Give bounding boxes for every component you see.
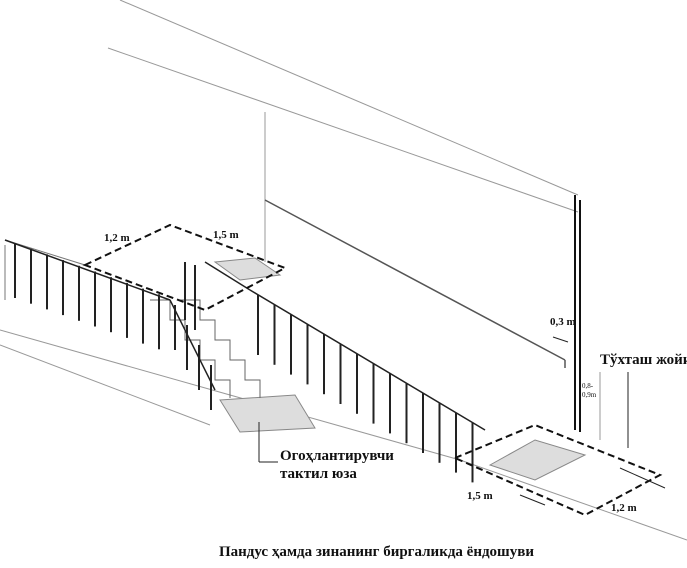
tactile-surface-ramp-end [488, 439, 587, 481]
railings [4, 239, 486, 483]
diagram-caption: Пандус ҳамда зинанинг биргаликда ёндошув… [219, 544, 534, 560]
tactile-surface-bottom-stairs [219, 394, 316, 433]
dimension-arrows [258, 336, 666, 506]
label-tactile-line1: Огоҳлантирувчи [280, 448, 394, 464]
ramp-edges [4, 239, 587, 481]
railing-bar [249, 289, 486, 431]
dim-bottom-landing-width: 1,2 m [611, 502, 637, 514]
wall-outline [0, 0, 687, 541]
label-tactile-line2: тактил юза [280, 466, 357, 482]
wall-handrail [264, 199, 566, 368]
railing-bar [204, 261, 251, 291]
dim-top-landing-width: 1,2 m [104, 232, 130, 244]
label-stop-area: Тўхташ жойи [600, 352, 687, 368]
landing-outlines [82, 223, 663, 517]
dim-handrail-height: 0,8-0,9m [582, 382, 597, 399]
wall-edge [574, 195, 581, 432]
railing-bar [169, 299, 216, 391]
stairs [150, 299, 261, 398]
tactile-surface-top-stairs [213, 257, 282, 281]
dim-bottom-landing-length: 1,5 m [467, 490, 493, 502]
dim-handrail-extension: 0,3 m [550, 316, 576, 328]
dim-top-landing-length: 1,5 m [213, 229, 239, 241]
railing-bar [4, 239, 171, 301]
bottom-landing-outline [452, 423, 663, 517]
